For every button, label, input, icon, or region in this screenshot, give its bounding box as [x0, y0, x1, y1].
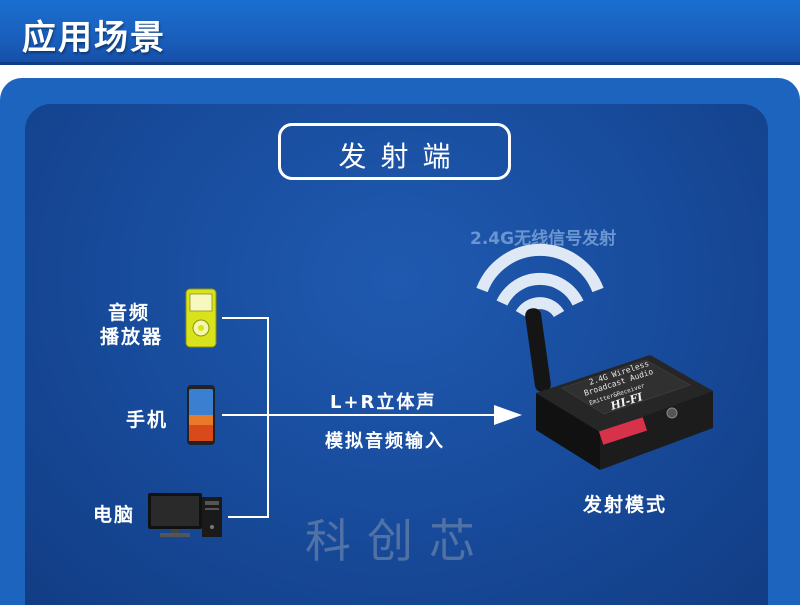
desktop-computer-icon — [148, 493, 222, 537]
page-title: 应用场景 — [22, 18, 166, 58]
wireless-signal-icon — [476, 243, 604, 318]
mode-title: 发射端 — [338, 140, 465, 173]
connection-lines — [222, 317, 498, 518]
connection-label-stereo: L+R立体声 — [330, 392, 437, 413]
transmitter-device-icon: 2.4G Wireless Broadcast Audio Emitter&Re… — [525, 308, 713, 470]
signal-label: 2.4G无线信号发射 — [470, 229, 617, 249]
watermark: 科创芯 — [305, 514, 491, 568]
connection-label-analog: 模拟音频输入 — [325, 431, 445, 452]
computer-label: 电脑 — [93, 504, 136, 526]
mode-title-box: 发射端 — [278, 123, 511, 180]
smartphone-icon — [187, 385, 215, 445]
arrow-head — [494, 405, 522, 425]
player-label-line1: 音频 — [108, 302, 151, 324]
header-bar: 应用场景 — [0, 0, 800, 65]
device-caption: 发射模式 — [583, 494, 668, 516]
player-label-line2: 播放器 — [100, 326, 164, 348]
mp3-player-icon — [185, 288, 217, 348]
phone-label: 手机 — [126, 409, 169, 431]
